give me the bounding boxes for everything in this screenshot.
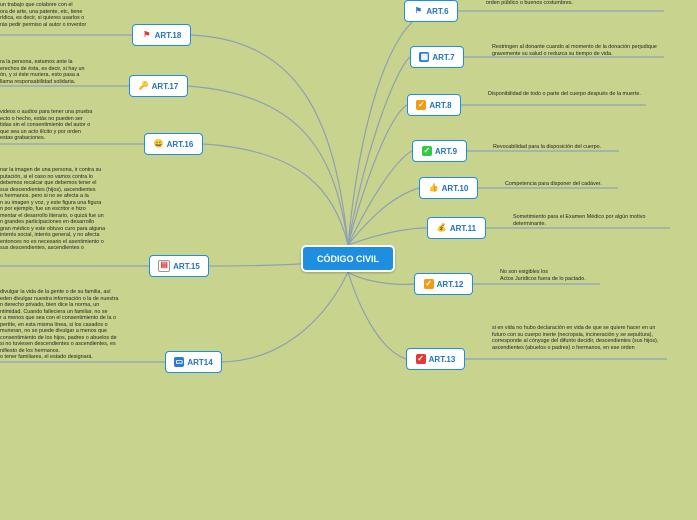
note-art14: divulgar la vida de la gente o de su fam… bbox=[0, 289, 119, 360]
node-label: ART.9 bbox=[434, 146, 458, 156]
smiley-icon: 😀 bbox=[153, 139, 164, 148]
check-green-icon: ✓ bbox=[421, 146, 432, 156]
node-art11[interactable]: 💰 ART.11 bbox=[427, 217, 486, 239]
note-art17: ra la persona, estamos ante la erechos d… bbox=[0, 59, 85, 85]
id-card-icon: ▭ bbox=[174, 357, 185, 367]
node-art10[interactable]: 👍 ART.10 bbox=[419, 177, 478, 199]
calendar-icon: ▤ bbox=[158, 260, 171, 272]
note-art16: videos o audios para tener una prueba ec… bbox=[0, 109, 93, 141]
node-art17[interactable]: 🔑 ART.17 bbox=[129, 75, 188, 97]
flag-blue-icon: ⚑ bbox=[414, 6, 422, 15]
note-art9: Revocabilidad para la disposición del cu… bbox=[493, 144, 602, 150]
node-art12[interactable]: ✓ ART.12 bbox=[414, 273, 473, 295]
node-label: ART.8 bbox=[429, 100, 452, 110]
check-red-icon: ✓ bbox=[415, 354, 426, 364]
node-art14[interactable]: ▭ ART14 bbox=[165, 351, 222, 373]
node-label: ART.10 bbox=[441, 183, 469, 193]
node-art18[interactable]: ⚑ ART.18 bbox=[132, 24, 191, 46]
node-label: ART.13 bbox=[428, 354, 456, 364]
node-art8[interactable]: ✓ ART.8 bbox=[407, 94, 461, 116]
node-label: ART14 bbox=[187, 357, 213, 367]
node-label: ART.6 bbox=[426, 6, 449, 16]
node-art13[interactable]: ✓ ART.13 bbox=[406, 348, 465, 370]
grid-icon: ▦ bbox=[419, 52, 430, 62]
flag-red-icon: ⚑ bbox=[143, 30, 151, 39]
note-art13: si en vida no hubo declaración en vida d… bbox=[492, 325, 659, 351]
node-label: ART.15 bbox=[173, 261, 200, 271]
note-art10: Competencia para disponer del cadáver. bbox=[505, 181, 602, 187]
node-art16[interactable]: 😀 ART.16 bbox=[144, 133, 203, 155]
node-label: ART.17 bbox=[151, 81, 179, 91]
note-art7: Restringen al donante cuando al momento … bbox=[492, 44, 657, 57]
money-bag-icon: 💰 bbox=[436, 223, 447, 232]
node-label: ART.11 bbox=[449, 223, 477, 233]
node-label: ART.18 bbox=[154, 30, 182, 40]
note-art11: Sometimiento para el Examen Médico por a… bbox=[513, 214, 646, 227]
node-art7[interactable]: ▦ ART.7 bbox=[410, 46, 464, 68]
note-art8: Disponibilidad de todo o parte del cuerp… bbox=[488, 91, 641, 97]
note-art12: No son exigibles los Actos Jurídicos fue… bbox=[500, 269, 586, 282]
node-label: ART.16 bbox=[166, 139, 194, 149]
check-orange-icon: ✓ bbox=[416, 100, 427, 110]
node-label: ART.7 bbox=[432, 52, 455, 62]
central-topic[interactable]: CÓDIGO CIVIL bbox=[301, 245, 395, 272]
node-art9[interactable]: ✓ ART.9 bbox=[412, 140, 467, 162]
thumbs-up-icon: 👍 bbox=[428, 183, 439, 192]
note-art15: nar la imagen de una persona, ir contra … bbox=[0, 167, 106, 251]
node-art15[interactable]: ▤ ART.15 bbox=[149, 255, 209, 277]
key-icon: 🔑 bbox=[138, 81, 149, 90]
check-orange-icon: ✓ bbox=[423, 279, 434, 289]
note-art18: un trabajo que colabore con el ora de ar… bbox=[0, 2, 87, 28]
note-art6: orden público o buenos costumbres. bbox=[486, 0, 573, 6]
node-label: ART.12 bbox=[436, 279, 464, 289]
node-art6[interactable]: ⚑ ART.6 bbox=[404, 0, 458, 22]
